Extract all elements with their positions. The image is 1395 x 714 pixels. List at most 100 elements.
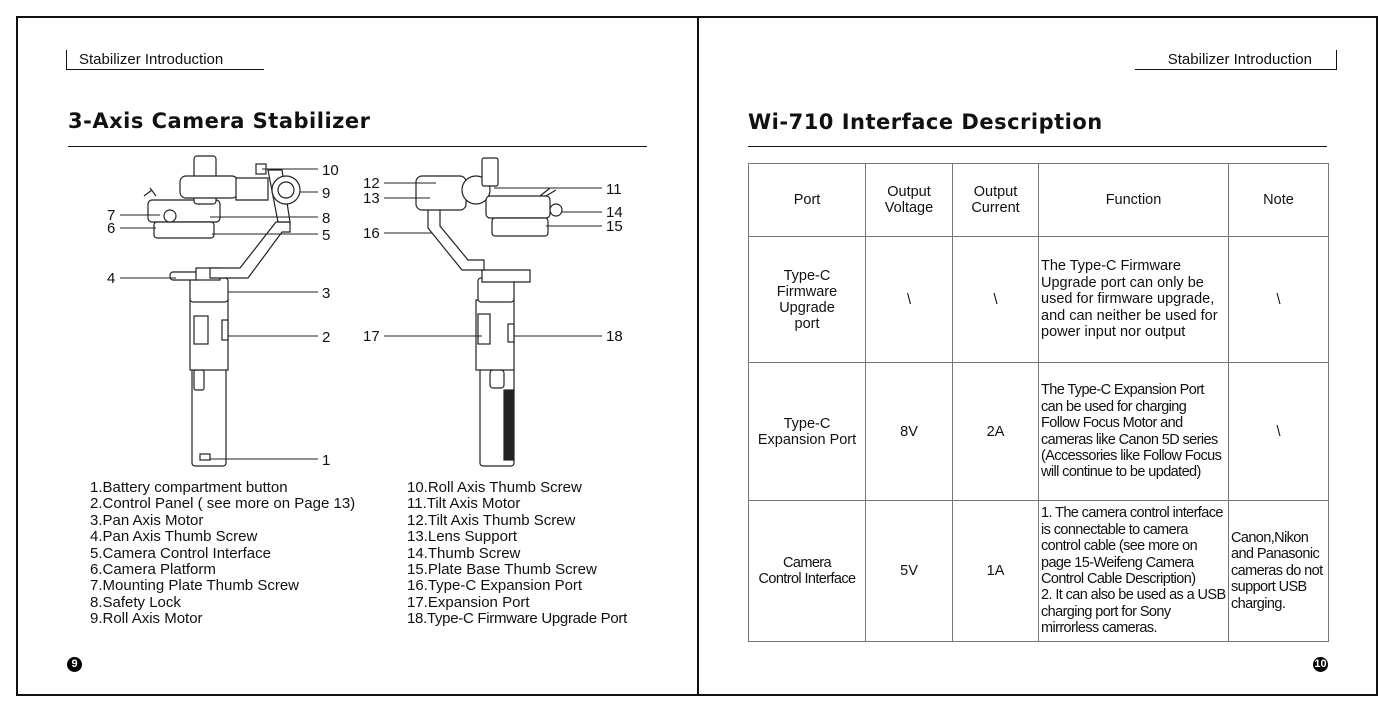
grip-notch [193,369,205,391]
callout-18: 18 [606,328,623,345]
back-thumb-screw [549,203,563,217]
back-grip-strip [503,389,514,461]
left-page-header: Stabilizer Introduction [66,50,264,70]
side-port [221,319,229,341]
table-header-row: Port Output Voltage Output Current Funct… [748,163,1329,237]
part-item: 2.Control Panel ( see more on Page 13) [90,495,356,513]
interface-table: Port Output Voltage Output Current Funct… [748,163,1329,642]
part-item: 6.Camera Platform [90,561,216,579]
back-leader-lines [384,182,602,337]
callout-5: 5 [322,227,330,244]
callout-4: 4 [107,270,115,287]
cell-current: 1A [952,500,1039,642]
header-note: Note [1228,163,1329,237]
cell-function: The Type-C Firmware Upgrade port can onl… [1038,236,1229,363]
lens-support-prong [143,187,157,197]
back-callout-labels: 12 13 16 17 11 14 15 18 [363,175,623,345]
part-item: 16.Type-C Expansion Port [407,577,583,595]
page-divider [697,16,699,696]
gimbal-back-illustration [415,157,563,467]
header-output-voltage: Output Voltage [865,163,953,237]
roll-motor-center [277,181,295,199]
right-page-number: 10 [1313,657,1328,672]
cell-port: Type-C Expansion Port [748,362,866,501]
callout-10: 10 [322,162,339,179]
callout-8: 8 [322,210,330,227]
roll-connector [235,177,269,201]
callout-16: 16 [363,225,380,242]
back-platform [485,195,551,219]
part-item: 8.Safety Lock [90,593,181,611]
part-item: 12.Tilt Axis Thumb Screw [407,511,576,529]
part-item: 4.Pan Axis Thumb Screw [90,528,258,546]
header-function: Function [1038,163,1229,237]
back-grip-notch [489,369,505,389]
part-item: 9.Roll Axis Motor [90,610,203,628]
cell-voltage: 5V [865,500,953,642]
expansion-port [477,313,491,345]
cell-voltage: \ [865,236,953,363]
part-item: 13.Lens Support [407,528,518,546]
callout-3: 3 [322,285,330,302]
callout-2: 2 [322,329,330,346]
part-item: 11.Tilt Axis Motor [407,495,521,513]
cell-note: \ [1228,236,1329,363]
cell-current: 2A [952,362,1039,501]
cell-current: \ [952,236,1039,363]
tilt-axis-housing [415,175,467,211]
firmware-port [507,323,515,343]
control-panel-buttons [193,315,209,345]
pan-arm [209,221,291,279]
callout-14: 14 [606,204,623,221]
mounting-screw [163,209,177,223]
left-title-rule [68,146,647,147]
part-item: 14.Thumb Screw [407,544,521,562]
back-roll-motor [481,157,499,187]
table-row: Camera Control Interface 5V 1A 1. The ca… [748,500,1329,642]
callout-15: 15 [606,218,623,235]
cell-port: Camera Control Interface [748,500,866,642]
pan-motor [189,277,229,303]
callout-17: 17 [363,328,380,345]
part-item: 10.Roll Axis Thumb Screw [407,479,582,496]
right-title-rule [748,146,1327,147]
back-lens-prong [539,187,557,197]
part-item: 7.Mounting Plate Thumb Screw [90,577,299,595]
callout-9: 9 [322,185,330,202]
parts-list-col2: 10.Roll Axis Thumb Screw 11.Tilt Axis Mo… [407,479,627,628]
right-page-title: Wi-710 Interface Description [748,110,1103,134]
tilt-housing [179,175,239,199]
cell-voltage: 8V [865,362,953,501]
header-port: Port [748,163,866,237]
left-page-title: 3-Axis Camera Stabilizer [68,109,371,133]
callout-7: 7 [107,207,115,224]
back-platform-base [491,217,549,237]
cell-note: Canon,Nikon and Panasonic cameras do not… [1228,500,1329,642]
callout-11: 11 [606,181,622,198]
part-item: 3.Pan Axis Motor [90,511,204,529]
gimbal-front-illustration [143,155,301,467]
cell-function: 1. The camera control interface is conne… [1038,500,1229,642]
cell-function: The Type-C Expansion Port can be used fo… [1038,362,1229,501]
callout-1: 1 [322,452,330,469]
left-page-number: 9 [67,657,82,672]
header-output-current: Output Current [952,163,1039,237]
part-item: 15.Plate Base Thumb Screw [407,561,597,579]
part-item: 18.Type-C Firmware Upgrade Port [407,610,627,628]
battery-button [199,453,211,461]
parts-list-col1: 1.Battery compartment button 2.Control P… [90,479,356,628]
callout-6: 6 [107,220,115,237]
front-leader-lines [120,168,318,460]
table-row: Type-C Expansion Port 8V 2A The Type-C E… [748,362,1329,501]
cell-note: \ [1228,362,1329,501]
part-item: 5.Camera Control Interface [90,544,271,562]
right-page-header: Stabilizer Introduction [1135,50,1337,70]
back-pan-base [481,269,531,283]
part-item: 1.Battery compartment button [90,479,288,496]
callout-13: 13 [363,190,380,207]
cell-port: Type-C Firmware Upgrade port [748,236,866,363]
front-callout-labels: 10 9 8 5 3 2 1 7 6 4 [107,162,339,469]
stabilizer-diagram: 10 9 8 5 3 2 1 7 6 4 [107,155,623,469]
part-item: 17.Expansion Port [407,593,530,611]
callout-12: 12 [363,175,380,192]
